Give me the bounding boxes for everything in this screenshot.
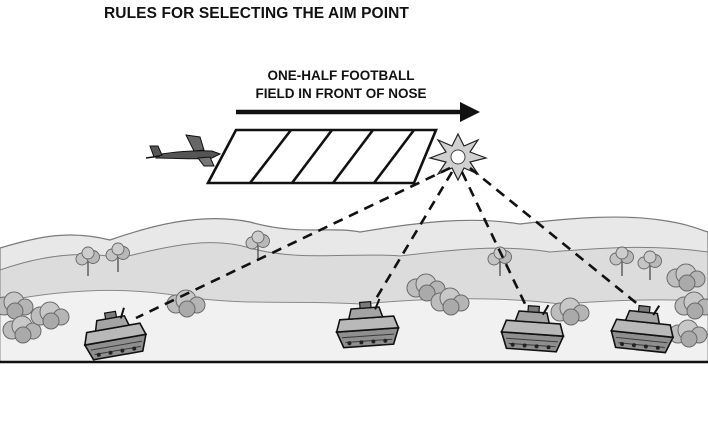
football-field [205, 128, 438, 185]
distance-label-line-1: ONE-HALF FOOTBALL [267, 68, 415, 83]
sight-lines [135, 166, 641, 320]
diagram-title: RULES FOR SELECTING THE AIM POINT [104, 5, 409, 22]
distance-label: ONE-HALF FOOTBALL FIELD IN FRONT OF NOSE [220, 67, 462, 103]
distance-arrow [236, 102, 480, 122]
aircraft-icon [145, 134, 222, 167]
distance-label-line-2: FIELD IN FRONT OF NOSE [255, 86, 427, 101]
